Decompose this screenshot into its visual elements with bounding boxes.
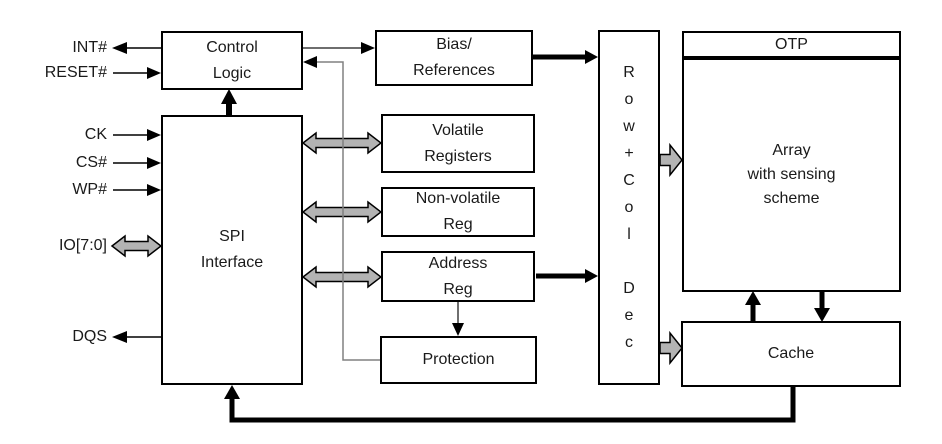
bias-references-label: Bias/ References: [413, 36, 495, 79]
pin-label-wp: WP#: [72, 181, 107, 198]
bias-references-block: Bias/ References: [375, 30, 533, 86]
spi-interface-block: SPI Interface: [161, 115, 303, 385]
array-to-cache-arrow: [814, 292, 830, 322]
otp-array-block: OTP Array with sensing scheme: [682, 31, 901, 292]
dqs-output-arrow: [112, 331, 161, 343]
array-label: Array with sensing scheme: [747, 142, 836, 207]
cache-block: Cache: [681, 321, 901, 387]
non-volatile-reg-block: Non-volatile Reg: [381, 187, 535, 237]
address-to-protection-arrow: [452, 302, 464, 336]
bias-to-decoder-arrow: [533, 50, 598, 64]
ck-input-arrow: [113, 129, 161, 141]
otp-label: OTP: [775, 35, 808, 53]
protection-to-control-wire: [303, 56, 380, 361]
row-col-decoder-label: R o w + C o l D e c: [623, 64, 635, 351]
reset-input-arrow: [113, 67, 161, 79]
decoder-to-cache-block-arrow: [659, 330, 683, 366]
cs-input-arrow: [113, 157, 161, 169]
pin-label-dqs: DQS: [72, 328, 107, 345]
pin-label-io: IO[7:0]: [58, 237, 107, 254]
decoder-to-array-block-arrow: [659, 142, 683, 178]
cache-to-spi-feedback-arrow: [224, 385, 796, 423]
wp-input-arrow: [113, 184, 161, 196]
spi-interface-label: SPI Interface: [200, 228, 264, 271]
row-col-decoder-block: R o w + C o l D e c: [598, 30, 660, 385]
cache-to-array-arrow: [745, 291, 761, 321]
pin-label-int: INT#: [72, 39, 107, 56]
spi-to-control-arrow: [221, 89, 237, 117]
spi-volatile-bus-arrow: [301, 131, 383, 155]
control-logic-block: Control Logic: [161, 31, 303, 90]
volatile-registers-block: Volatile Registers: [381, 114, 535, 173]
otp-band: OTP: [684, 33, 899, 60]
protection-block: Protection: [380, 336, 537, 384]
array-area: Array with sensing scheme: [684, 60, 899, 290]
pin-label-cs: CS#: [75, 154, 107, 171]
spi-nonvolatile-bus-arrow: [301, 200, 383, 224]
address-reg-label: Address Reg: [428, 254, 488, 298]
address-reg-block: Address Reg: [381, 251, 535, 302]
control-to-bias-arrow: [303, 42, 375, 54]
cache-label: Cache: [767, 345, 815, 363]
control-logic-label: Control Logic: [206, 38, 258, 82]
spi-address-bus-arrow: [301, 265, 383, 289]
pin-label-reset: RESET#: [44, 64, 107, 81]
io-bus-double-arrow: [110, 234, 163, 258]
non-volatile-reg-label: Non-volatile Reg: [415, 190, 501, 233]
pin-label-ck: CK: [84, 126, 107, 143]
volatile-registers-label: Volatile Registers: [424, 121, 492, 165]
int-output-arrow: [112, 42, 161, 54]
protection-label: Protection: [422, 351, 495, 369]
address-to-decoder-arrow: [536, 269, 598, 283]
